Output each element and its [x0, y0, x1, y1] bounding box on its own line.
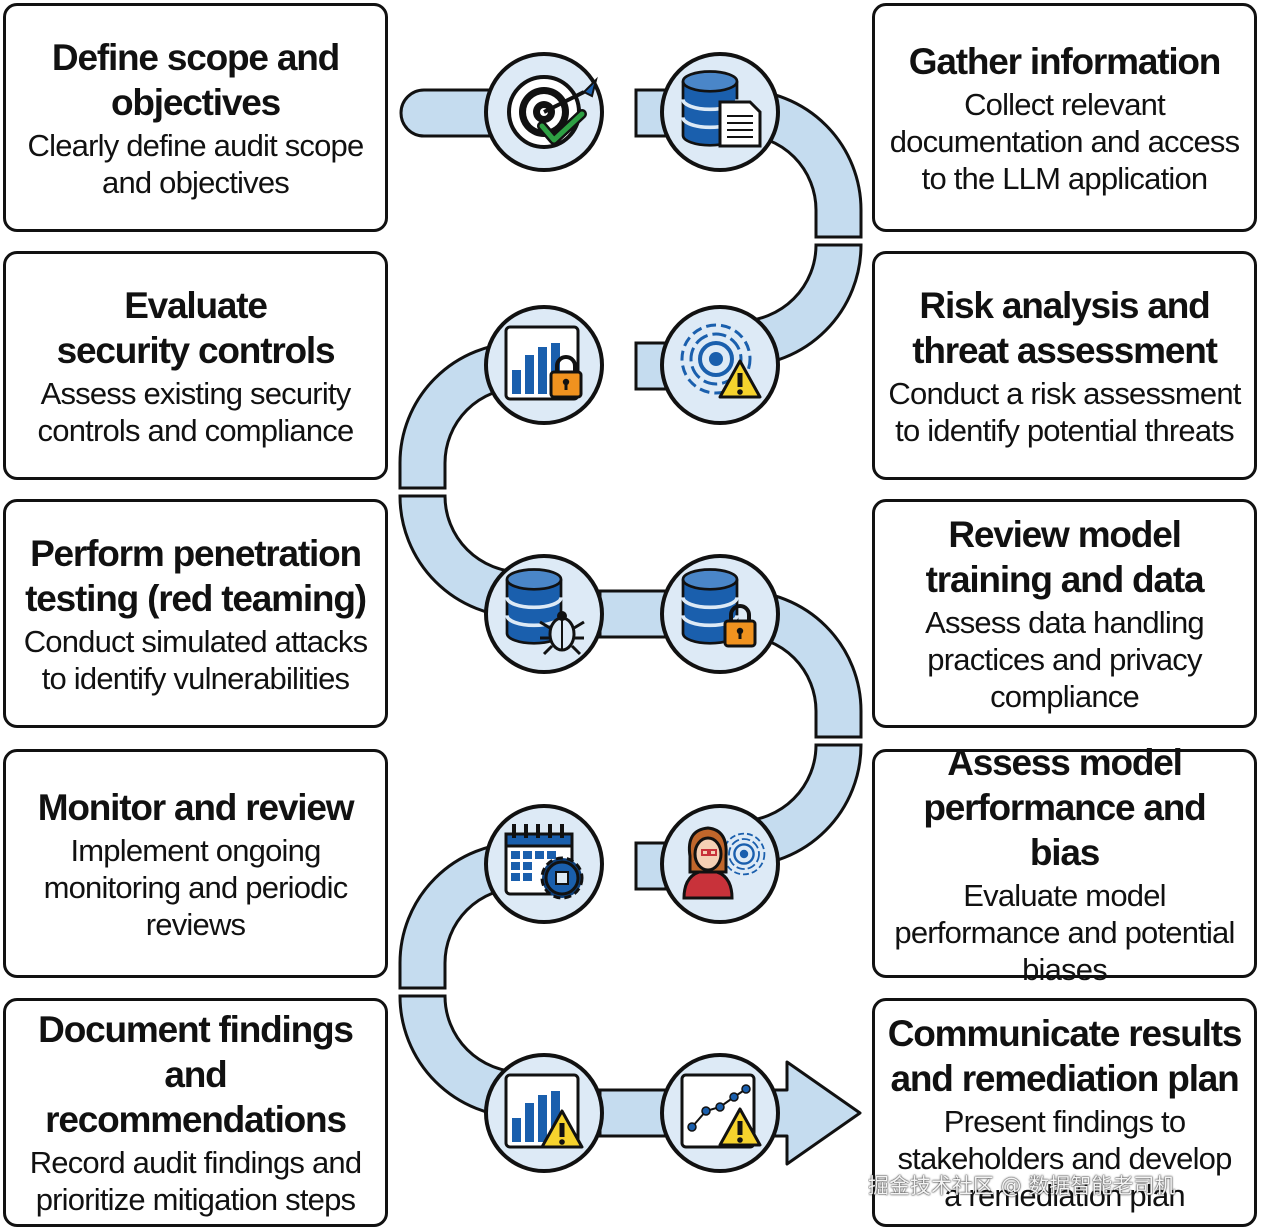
step-card-review-training-data: Review model training and data Assess da…	[872, 499, 1257, 728]
step-description: Evaluate model performance and potential…	[894, 877, 1235, 987]
database-bug-icon	[484, 554, 604, 674]
step-description: Implement ongoing monitoring and periodi…	[43, 832, 349, 942]
step-card-communicate-results: Communicate results and remediation plan…	[872, 998, 1257, 1227]
chart-lock-icon	[484, 305, 604, 425]
step-title: Monitor and review	[37, 786, 355, 828]
step-description: Collect relevant documentation and acces…	[889, 86, 1240, 196]
step-title: Communicate results and remediation plan	[887, 1013, 1243, 1099]
step-title: Perform penetration testing (red teaming…	[25, 532, 367, 619]
step-description: Assess existing security controls and co…	[37, 375, 355, 448]
step-title: Review model training and data	[925, 514, 1205, 600]
step-title: Risk analysis and threat assessment	[912, 284, 1218, 371]
step-title: Evaluate security controls	[56, 284, 336, 371]
watermark: 掘金技术社区 @ 数据智能老司机	[868, 1174, 1176, 1198]
target-check-icon	[484, 52, 604, 172]
step-description: Assess data handling practices and priva…	[925, 605, 1205, 714]
step-card-monitor-review: Monitor and review Implement ongoing mon…	[3, 749, 388, 978]
step-card-assess-performance: Assess model performance and bias Evalua…	[872, 742, 1257, 987]
chart-warning-icon	[484, 1053, 604, 1173]
step-description: Conduct simulated attacks to identify vu…	[23, 623, 368, 696]
step-card-define-scope: Define scope and objectives Clearly defi…	[3, 3, 388, 232]
step-card-evaluate-security: Evaluate security controls Assess existi…	[3, 251, 388, 480]
step-card-penetration-testing: Perform penetration testing (red teaming…	[3, 499, 388, 728]
database-lock-icon	[660, 554, 780, 674]
step-title: Assess model performance and bias	[923, 741, 1206, 873]
step-card-gather-information: Gather information Collect relevant docu…	[872, 3, 1257, 232]
calendar-gear-icon	[484, 804, 604, 924]
path-band	[398, 88, 863, 1166]
step-description: Present findings to stakeholders and dev…	[897, 1104, 1232, 1213]
step-title: Document findings and recommendations	[38, 1009, 354, 1140]
step-title: Gather information	[908, 40, 1222, 82]
step-description: Clearly define audit scope and objective…	[27, 127, 365, 200]
step-description: Conduct a risk assessment to identify po…	[888, 375, 1241, 448]
person-radar-icon	[660, 804, 780, 924]
step-title: Define scope and objectives	[51, 36, 340, 123]
database-document-icon	[660, 52, 780, 172]
radar-warning-icon	[660, 305, 780, 425]
step-card-risk-analysis: Risk analysis and threat assessment Cond…	[872, 251, 1257, 480]
trend-warning-icon	[660, 1053, 780, 1173]
step-card-document-findings: Document findings and recommendations Re…	[3, 998, 388, 1227]
step-description: Record audit findings and prioritize mit…	[29, 1145, 362, 1217]
